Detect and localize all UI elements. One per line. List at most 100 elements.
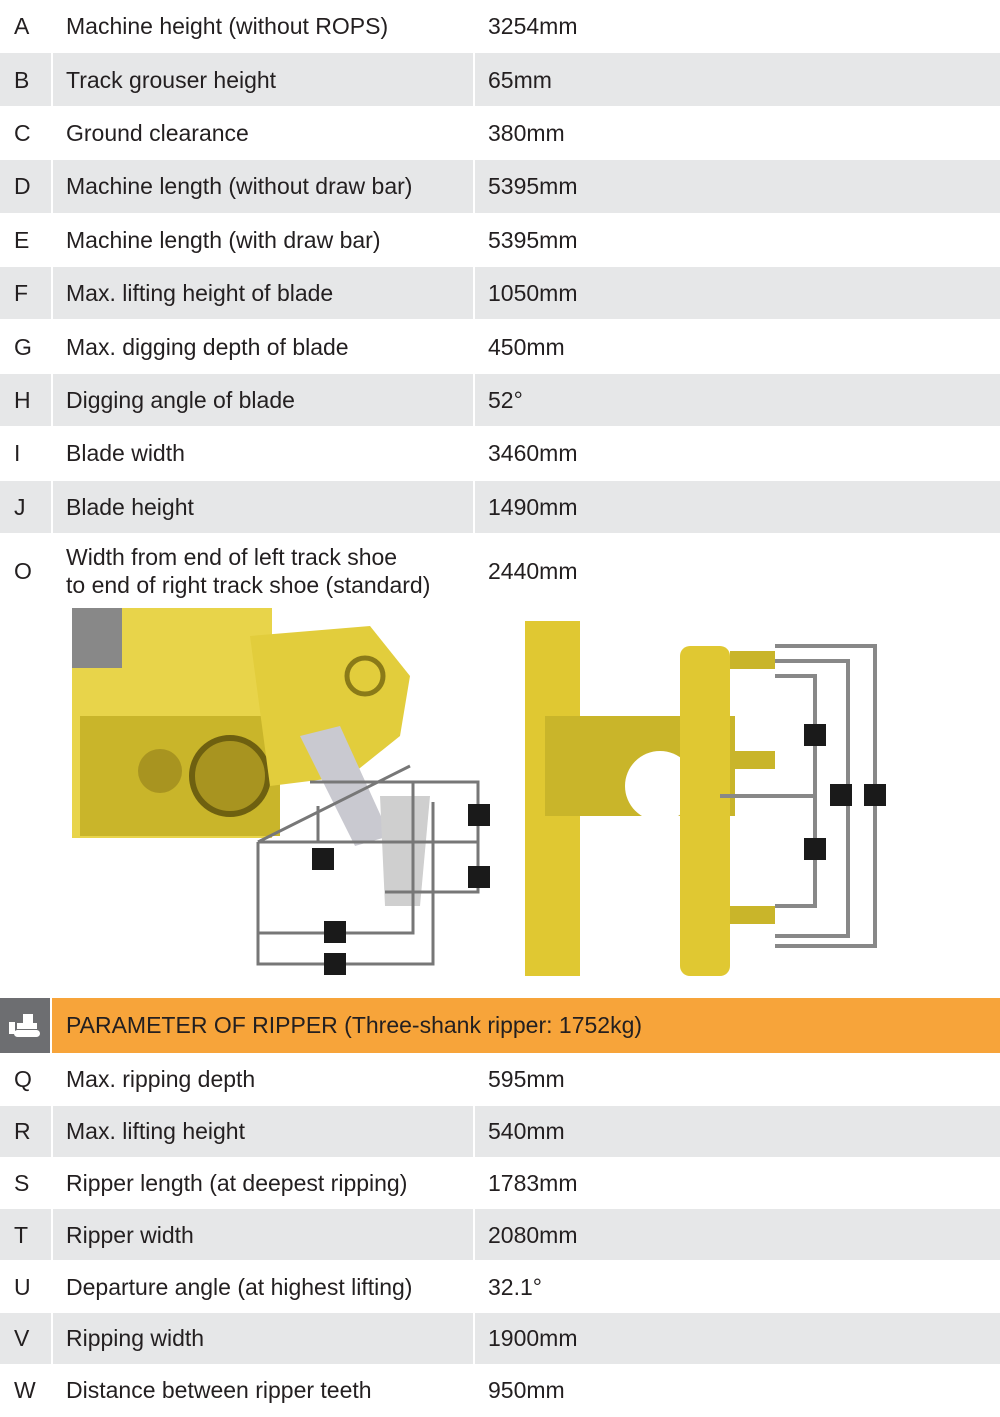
parameter-code: R (0, 1105, 51, 1157)
parameter-value: 450mm (488, 333, 565, 360)
parameter-value: 1490mm (475, 480, 1000, 533)
parameter-value: 540mm (475, 1105, 1000, 1157)
parameter-value: 3254mm (488, 13, 578, 40)
table-row: R Max. lifting height 540mm (0, 1105, 1000, 1158)
parameter-value: 595mm (488, 1066, 565, 1093)
parameter-code: D (0, 160, 51, 213)
table-row: T Ripper width 2080mm (0, 1209, 1000, 1262)
table-row: F Max. lifting height of blade 1050mm (0, 266, 1000, 321)
parameter-name: Digging angle of blade (66, 386, 295, 413)
parameter-name-cell: Track grouser height (53, 53, 473, 106)
parameter-code: O (14, 558, 32, 585)
parameter-value: 380mm (488, 119, 565, 146)
parameter-name: Max. lifting height (66, 1118, 245, 1145)
parameter-name: Ripper width (66, 1221, 194, 1248)
parameter-code: T (0, 1209, 51, 1261)
parameter-name-cell: Ripping width (53, 1312, 473, 1364)
parameter-name-cell: Machine length (with draw bar) (53, 214, 473, 266)
parameter-name: Departure angle (at highest lifting) (66, 1273, 413, 1300)
parameter-code: E (14, 226, 30, 253)
parameter-code: G (14, 333, 32, 360)
parameter-name-cell: Ground clearance (53, 107, 473, 159)
table-row: C Ground clearance 380mm (0, 107, 1000, 161)
parameter-value: 1050mm (475, 266, 1000, 320)
table-row: I Blade width 3460mm (0, 427, 1000, 481)
parameter-name-cell: Max. digging depth of blade (53, 320, 473, 372)
parameter-name-line1: Width from end of left track shoe (66, 544, 398, 571)
parameter-name-cell: Ripper length (at deepest ripping) (53, 1158, 473, 1209)
parameter-code: B (0, 53, 51, 106)
dimension-markers (312, 804, 490, 975)
parameter-value: 2080mm (475, 1209, 1000, 1261)
parameter-name: Blade width (66, 440, 185, 467)
parameter-value: 1900mm (475, 1312, 1000, 1364)
table-row: S Ripper length (at deepest ripping) 1783m… (0, 1158, 1000, 1210)
parameter-name-cell: Max. lifting height of blade (53, 266, 473, 320)
parameter-code: H (0, 373, 51, 427)
parameter-code: V (0, 1312, 51, 1364)
parameter-name-cell: Max. lifting height (53, 1105, 473, 1157)
table-row: B Track grouser height 65mm (0, 53, 1000, 107)
top-view-illustration (525, 621, 775, 976)
table-row: U Departure angle (at highest lifting) 32.… (0, 1261, 1000, 1313)
table-row: G Max. digging depth of blade 450mm (0, 320, 1000, 374)
parameter-name: Track grouser height (66, 66, 277, 93)
parameter-name-cell: Ripper width (53, 1209, 473, 1261)
parameter-name: Max. digging depth of blade (66, 333, 349, 360)
parameter-name: Machine length (with draw bar) (66, 226, 381, 253)
parameter-code: A (14, 13, 30, 40)
table-row: W Distance between ripper teeth 950mm (0, 1365, 1000, 1417)
parameter-name-cell: Digging angle of blade (53, 373, 473, 427)
table-row: E Machine length (with draw bar) 5395mm (0, 214, 1000, 267)
side-view-illustration (72, 608, 430, 906)
parameter-name-cell: Blade width (53, 427, 473, 479)
parameter-value: 1783mm (488, 1169, 578, 1196)
table-row: Q Max. ripping depth 595mm (0, 1054, 1000, 1106)
parameter-name: Machine length (without draw bar) (66, 173, 413, 200)
parameter-name: Max. ripping depth (66, 1066, 256, 1093)
parameter-name: Ripper length (at deepest ripping) (66, 1169, 408, 1196)
parameter-code: Q (14, 1066, 32, 1093)
parameter-code: J (0, 480, 51, 533)
parameter-code: W (14, 1377, 36, 1404)
parameter-name-cell: Departure angle (at highest lifting) (53, 1261, 473, 1312)
parameter-name: Ripping width (66, 1325, 205, 1352)
table-row: A Machine height (without ROPS) 3254mm (0, 0, 1000, 54)
parameter-value: 950mm (488, 1377, 565, 1404)
parameter-value: 3460mm (488, 440, 578, 467)
parameter-name-cell: Max. ripping depth (53, 1054, 473, 1105)
parameter-name: Max. lifting height of blade (66, 280, 334, 307)
parameter-value: 32.1° (488, 1273, 542, 1300)
parameter-name-cell: Machine height (without ROPS) (53, 0, 473, 52)
parameter-name-line2: to end of right track shoe (standard) (66, 572, 431, 599)
table-row: D Machine length (without draw bar) 5395mm (0, 160, 1000, 214)
parameter-value: 52° (475, 373, 1000, 427)
parameter-name: Ground clearance (66, 119, 249, 146)
parameter-value: 2440mm (488, 558, 578, 585)
ripper-diagram (0, 606, 1000, 996)
parameter-code: S (14, 1169, 30, 1196)
parameter-name-cell: Blade height (53, 480, 473, 533)
parameter-name-cell: Distance between ripper teeth (53, 1365, 473, 1416)
bulldozer-icon (0, 998, 50, 1053)
parameter-name-cell: Machine length (without draw bar) (53, 160, 473, 213)
parameter-code: F (0, 266, 51, 320)
table-row: J Blade height 1490mm (0, 480, 1000, 534)
ripper-section-header: PARAMETER OF RIPPER (Three-shank ripper:… (0, 998, 1000, 1053)
table-row: H Digging angle of blade 52° (0, 373, 1000, 428)
ripper-section-title: PARAMETER OF RIPPER (Three-shank ripper:… (52, 998, 1000, 1053)
parameter-name: Distance between ripper teeth (66, 1377, 372, 1404)
parameter-value: 5395mm (475, 160, 1000, 213)
parameter-name: Machine height (without ROPS) (66, 13, 389, 40)
parameter-code: I (14, 440, 21, 467)
parameter-value: 5395mm (488, 226, 578, 253)
table-row: V Ripping width 1900mm (0, 1312, 1000, 1365)
parameter-code: C (14, 119, 31, 146)
parameter-value: 65mm (475, 53, 1000, 106)
parameter-code: U (14, 1273, 31, 1300)
parameter-name: Blade height (66, 493, 194, 520)
